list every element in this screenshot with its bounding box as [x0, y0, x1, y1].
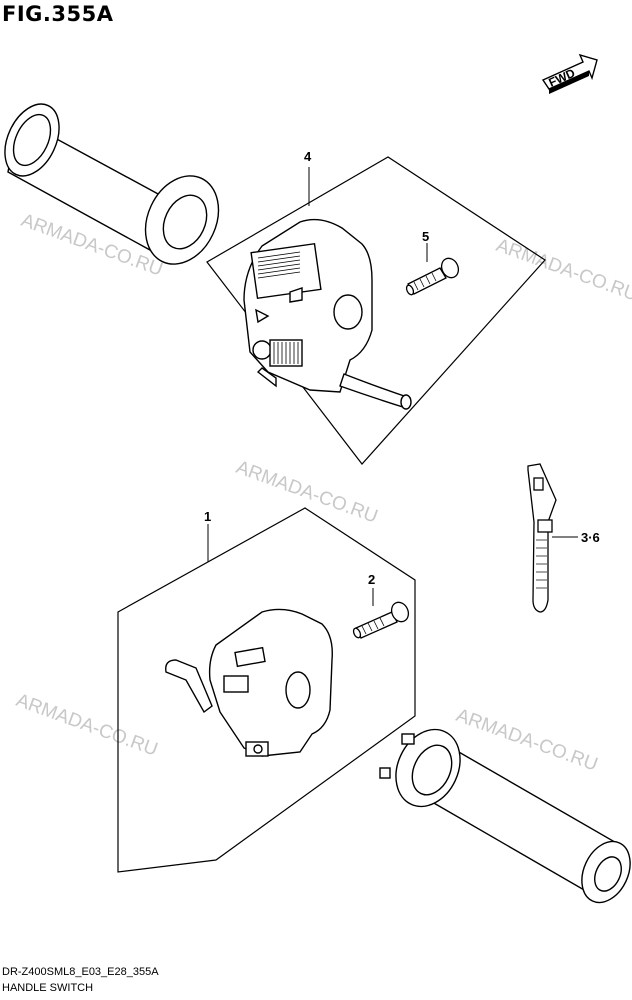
diagram-name: HANDLE SWITCH [2, 982, 94, 994]
part-1-group [117, 507, 416, 873]
watermark-3: ARMADA-CO.RU [233, 457, 380, 528]
callout-2: 2 [368, 572, 375, 587]
watermark-4: ARMADA-CO.RU [13, 690, 160, 761]
fwd-arrow-icon: FWD [541, 53, 598, 94]
diagram-code: DR-Z400SML8_E03_E28_355A [2, 966, 159, 978]
callout-3-6: 3·6 [581, 530, 600, 545]
callout-4: 4 [304, 149, 312, 164]
screw-part-2 [352, 601, 410, 639]
left-handlebar-switch [165, 608, 333, 757]
cable-tie-part-3-6 [527, 463, 578, 613]
left-grip [4, 103, 220, 265]
figure-title: FIG.355A [2, 2, 114, 26]
callout-1: 1 [204, 509, 211, 524]
part-4-group [206, 156, 546, 465]
right-handlebar-switch [243, 218, 412, 410]
screw-part-5 [405, 257, 460, 296]
right-grip [379, 728, 631, 904]
callout-5: 5 [422, 229, 429, 244]
